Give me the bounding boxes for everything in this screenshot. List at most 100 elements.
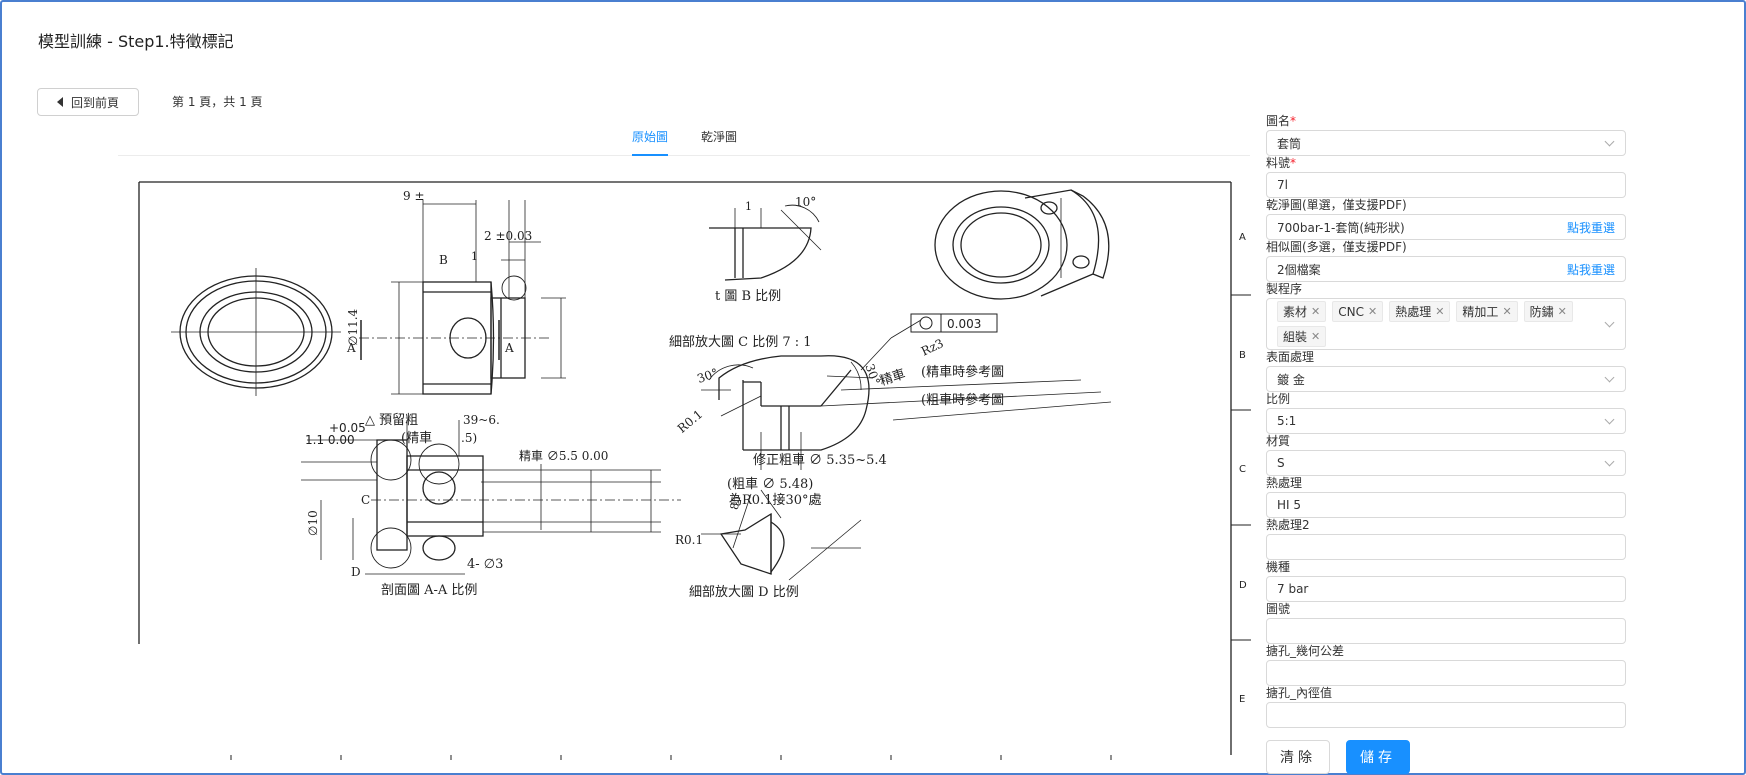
similar-drawings-reselect-link[interactable]: 點我重選 (1566, 262, 1615, 277)
detail-c-title: 細部放大圖 C 比例 7 : 1 (669, 335, 812, 350)
label-part-number: 料號* (1266, 156, 1297, 170)
side-view (359, 200, 566, 395)
dia-11-4: ∅11.4 (346, 308, 360, 346)
rough-ref: (粗車時參考圖 (921, 393, 1004, 408)
clean-drawing-filename: 700bar-1-套筒(純形狀) (1277, 220, 1405, 235)
label-scale: 比例 (1266, 392, 1291, 406)
label-boring-inner-diameter: 搪孔_內徑值 (1266, 686, 1333, 700)
chevron-down-icon (1604, 136, 1615, 146)
material-select[interactable]: S (1266, 450, 1626, 476)
section-title: 剖面圖 A-A 比例 (381, 583, 477, 598)
label-a-right: A (504, 341, 514, 355)
label-surface-treatment: 表面處理 (1266, 350, 1315, 364)
drawing-number-input[interactable] (1266, 618, 1626, 644)
tag-heat-treatment: 熱處理✕ (1389, 301, 1451, 322)
r01-note: 為R0.1接30°處 (729, 492, 822, 508)
scale-select[interactable]: 5:1 (1266, 408, 1626, 434)
page-title: 模型訓練 - Step1.特徵標記 (38, 32, 234, 51)
border-letter-e: E (1239, 694, 1245, 705)
tag-remove-icon[interactable]: ✕ (1311, 305, 1321, 318)
material-value: S (1277, 456, 1285, 470)
angle-30-right: 30° (862, 362, 882, 387)
back-button[interactable]: 回到前頁 (37, 88, 139, 116)
rough-range: 39~6. (463, 413, 500, 427)
label-1: 1 (471, 250, 478, 263)
r01-detail-d: R0.1 (675, 533, 703, 547)
heat-treatment-2-input[interactable] (1266, 534, 1626, 560)
page-info: 第 1 頁，共 1 頁 (172, 95, 263, 109)
isometric-view (934, 189, 1110, 300)
rough-note: △ 預留粗 (365, 413, 418, 428)
dim-9: 9 ± (403, 189, 425, 203)
machine-model-value: 7 bar (1277, 582, 1309, 596)
finish-note: (精車 (401, 431, 432, 446)
save-button[interactable]: 儲存 (1346, 740, 1410, 774)
tag-remove-icon[interactable]: ✕ (1367, 305, 1378, 318)
tag-remove-icon[interactable]: ✕ (1557, 305, 1567, 318)
finish-ref: (精車時參考圖 (921, 365, 1004, 380)
boring-inner-diameter-input[interactable] (1266, 702, 1626, 728)
tag-remove-icon[interactable]: ✕ (1502, 305, 1512, 318)
part-number-value: 7l (1277, 178, 1288, 192)
angle-30-left: 30° (695, 366, 720, 386)
clear-button[interactable]: 清除 (1266, 740, 1330, 774)
section-view (301, 420, 681, 575)
chevron-down-icon (1604, 317, 1615, 327)
front-view (171, 268, 341, 396)
detail-d-view (701, 489, 862, 581)
angle-10: 10° (795, 195, 816, 209)
tag-cnc: CNC✕ (1332, 301, 1384, 322)
view-tabs: 原始圖 乾淨圖 (118, 122, 1250, 156)
tag-remove-icon[interactable]: ✕ (1311, 330, 1321, 343)
rough-548: (粗車 ∅ 5.48) (727, 477, 813, 492)
heat-treatment-input[interactable]: HI 5 (1266, 492, 1626, 518)
chevron-down-icon (1604, 456, 1615, 466)
finish-end: .5) (461, 431, 477, 445)
dim-2-tol: 2 ±0.03 (484, 229, 532, 243)
drawing-name-select[interactable]: 套筒 (1266, 130, 1626, 156)
tag-rust-proofing: 防鏽✕ (1523, 301, 1573, 322)
detail-c-view (701, 313, 1112, 470)
label-a-left: A (346, 341, 356, 355)
similar-drawings-file[interactable]: 2個檔案 點我重選 (1266, 256, 1626, 282)
tag-finishing: 精加工✕ (1456, 301, 1518, 322)
engineering-drawing: A B C D E (121, 170, 1251, 760)
label-material: 材質 (1266, 434, 1291, 448)
drawing-viewer[interactable]: A B C D E (121, 170, 1251, 760)
border-letter-d: D (1239, 580, 1247, 591)
machine-model-input[interactable]: 7 bar (1266, 576, 1626, 602)
tab-clean[interactable]: 乾淨圖 (701, 130, 738, 144)
clean-drawing-reselect-link[interactable]: 點我重選 (1566, 220, 1615, 235)
border-letter-c: C (1239, 464, 1246, 475)
tag-remove-icon[interactable]: ✕ (1435, 305, 1445, 318)
detail-b-title: t 圖 B 比例 (715, 289, 781, 304)
tolerance-value: 0.003 (947, 317, 981, 331)
label-heat-treatment-2: 熱處理2 (1266, 518, 1310, 532)
label-clean-drawing: 乾淨圖(單選，僅支援PDF) (1266, 198, 1407, 212)
tab-original[interactable]: 原始圖 (632, 128, 669, 156)
scale-value: 5:1 (1277, 414, 1297, 428)
process-tags: 素材✕ CNC✕ 熱處理✕ 精加工✕ 防鏽✕ 組裝✕ (1277, 298, 1606, 350)
border-letter-b: B (1239, 350, 1246, 361)
tol-plus-005: +0.05 (329, 421, 366, 435)
holes-note: 4- ∅3 (467, 557, 503, 572)
finish-558: 精車 ∅5.5 0.00 (519, 449, 608, 463)
tol-1-1: 1.1 0.00 (305, 433, 355, 447)
clean-drawing-file[interactable]: 700bar-1-套筒(純形狀) 點我重選 (1266, 214, 1626, 240)
surface-treatment-select[interactable]: 鍍 金 (1266, 366, 1626, 392)
part-number-input[interactable]: 7l (1266, 172, 1626, 198)
similar-drawings-count: 2個檔案 (1277, 262, 1321, 277)
fix-rough: 修正粗車 ∅ 5.35~5.4 (753, 453, 887, 468)
dia-10: ∅10 (306, 510, 320, 536)
label-process-sequence: 製程序 (1266, 282, 1303, 296)
label-heat-treatment: 熱處理 (1266, 476, 1303, 490)
label-drawing-number: 圖號 (1266, 602, 1291, 616)
label-similar-drawings: 相似圖(多選，僅支援PDF) (1266, 240, 1407, 254)
label-machine-model: 機種 (1266, 560, 1291, 574)
boring-geometric-tolerance-input[interactable] (1266, 660, 1626, 686)
chevron-down-icon (1604, 414, 1615, 424)
tag-assembly: 組裝✕ (1277, 326, 1327, 347)
process-sequence-multiselect[interactable]: 素材✕ CNC✕ 熱處理✕ 精加工✕ 防鏽✕ 組裝✕ (1266, 298, 1626, 350)
surface-treatment-value: 鍍 金 (1277, 372, 1305, 387)
